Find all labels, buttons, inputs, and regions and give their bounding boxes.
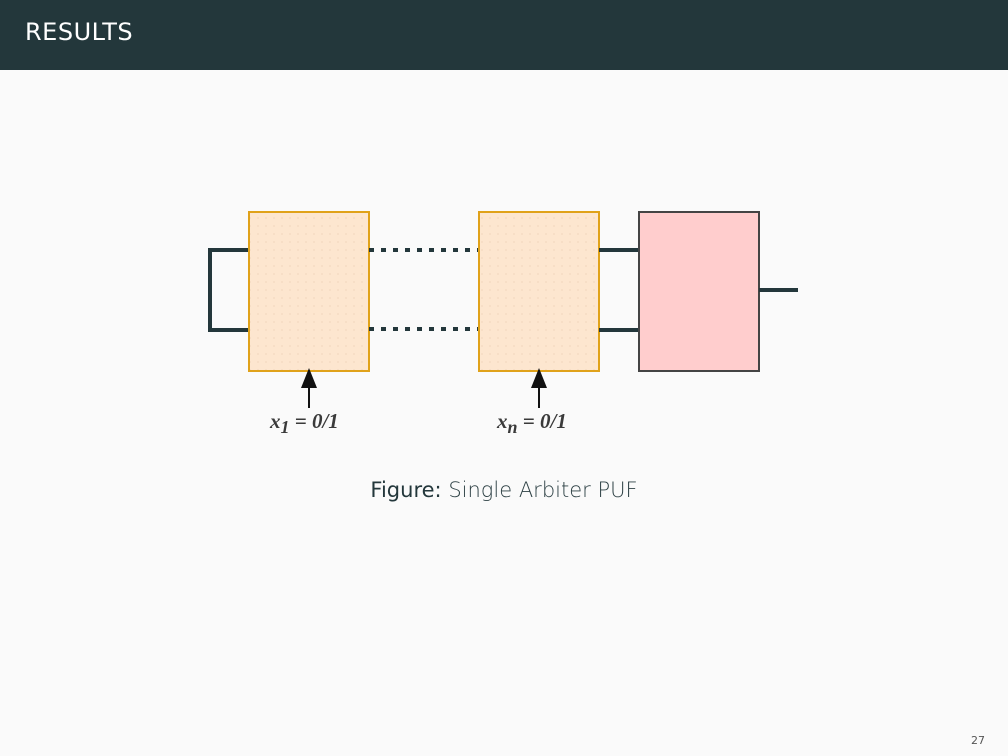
switch-stage-last-texture <box>480 213 598 370</box>
slide-title: RESULTS <box>25 18 134 46</box>
challenge-label-first: x1 = 0/1 <box>269 409 339 437</box>
switch-stage-first-texture <box>250 213 368 370</box>
input-loop-wire <box>208 248 249 332</box>
slide-header: RESULTS <box>0 0 1008 70</box>
challenge-label-last: xn = 0/1 <box>496 409 567 437</box>
figure-caption-text: Single Arbiter PUF <box>448 478 638 502</box>
challenge-eq-first: = 0/1 <box>290 409 339 433</box>
figure-caption-label: Figure: <box>370 478 442 502</box>
challenge-sub-first: 1 <box>281 417 290 437</box>
challenge-sub-last: n <box>508 417 518 437</box>
arbiter-block <box>638 211 760 372</box>
challenge-var-last: x <box>496 409 508 433</box>
challenge-eq-last: = 0/1 <box>518 409 567 433</box>
figure-caption: Figure: Single Arbiter PUF <box>0 478 1008 502</box>
page-number: 27 <box>971 734 985 747</box>
challenge-var-first: x <box>269 409 281 433</box>
